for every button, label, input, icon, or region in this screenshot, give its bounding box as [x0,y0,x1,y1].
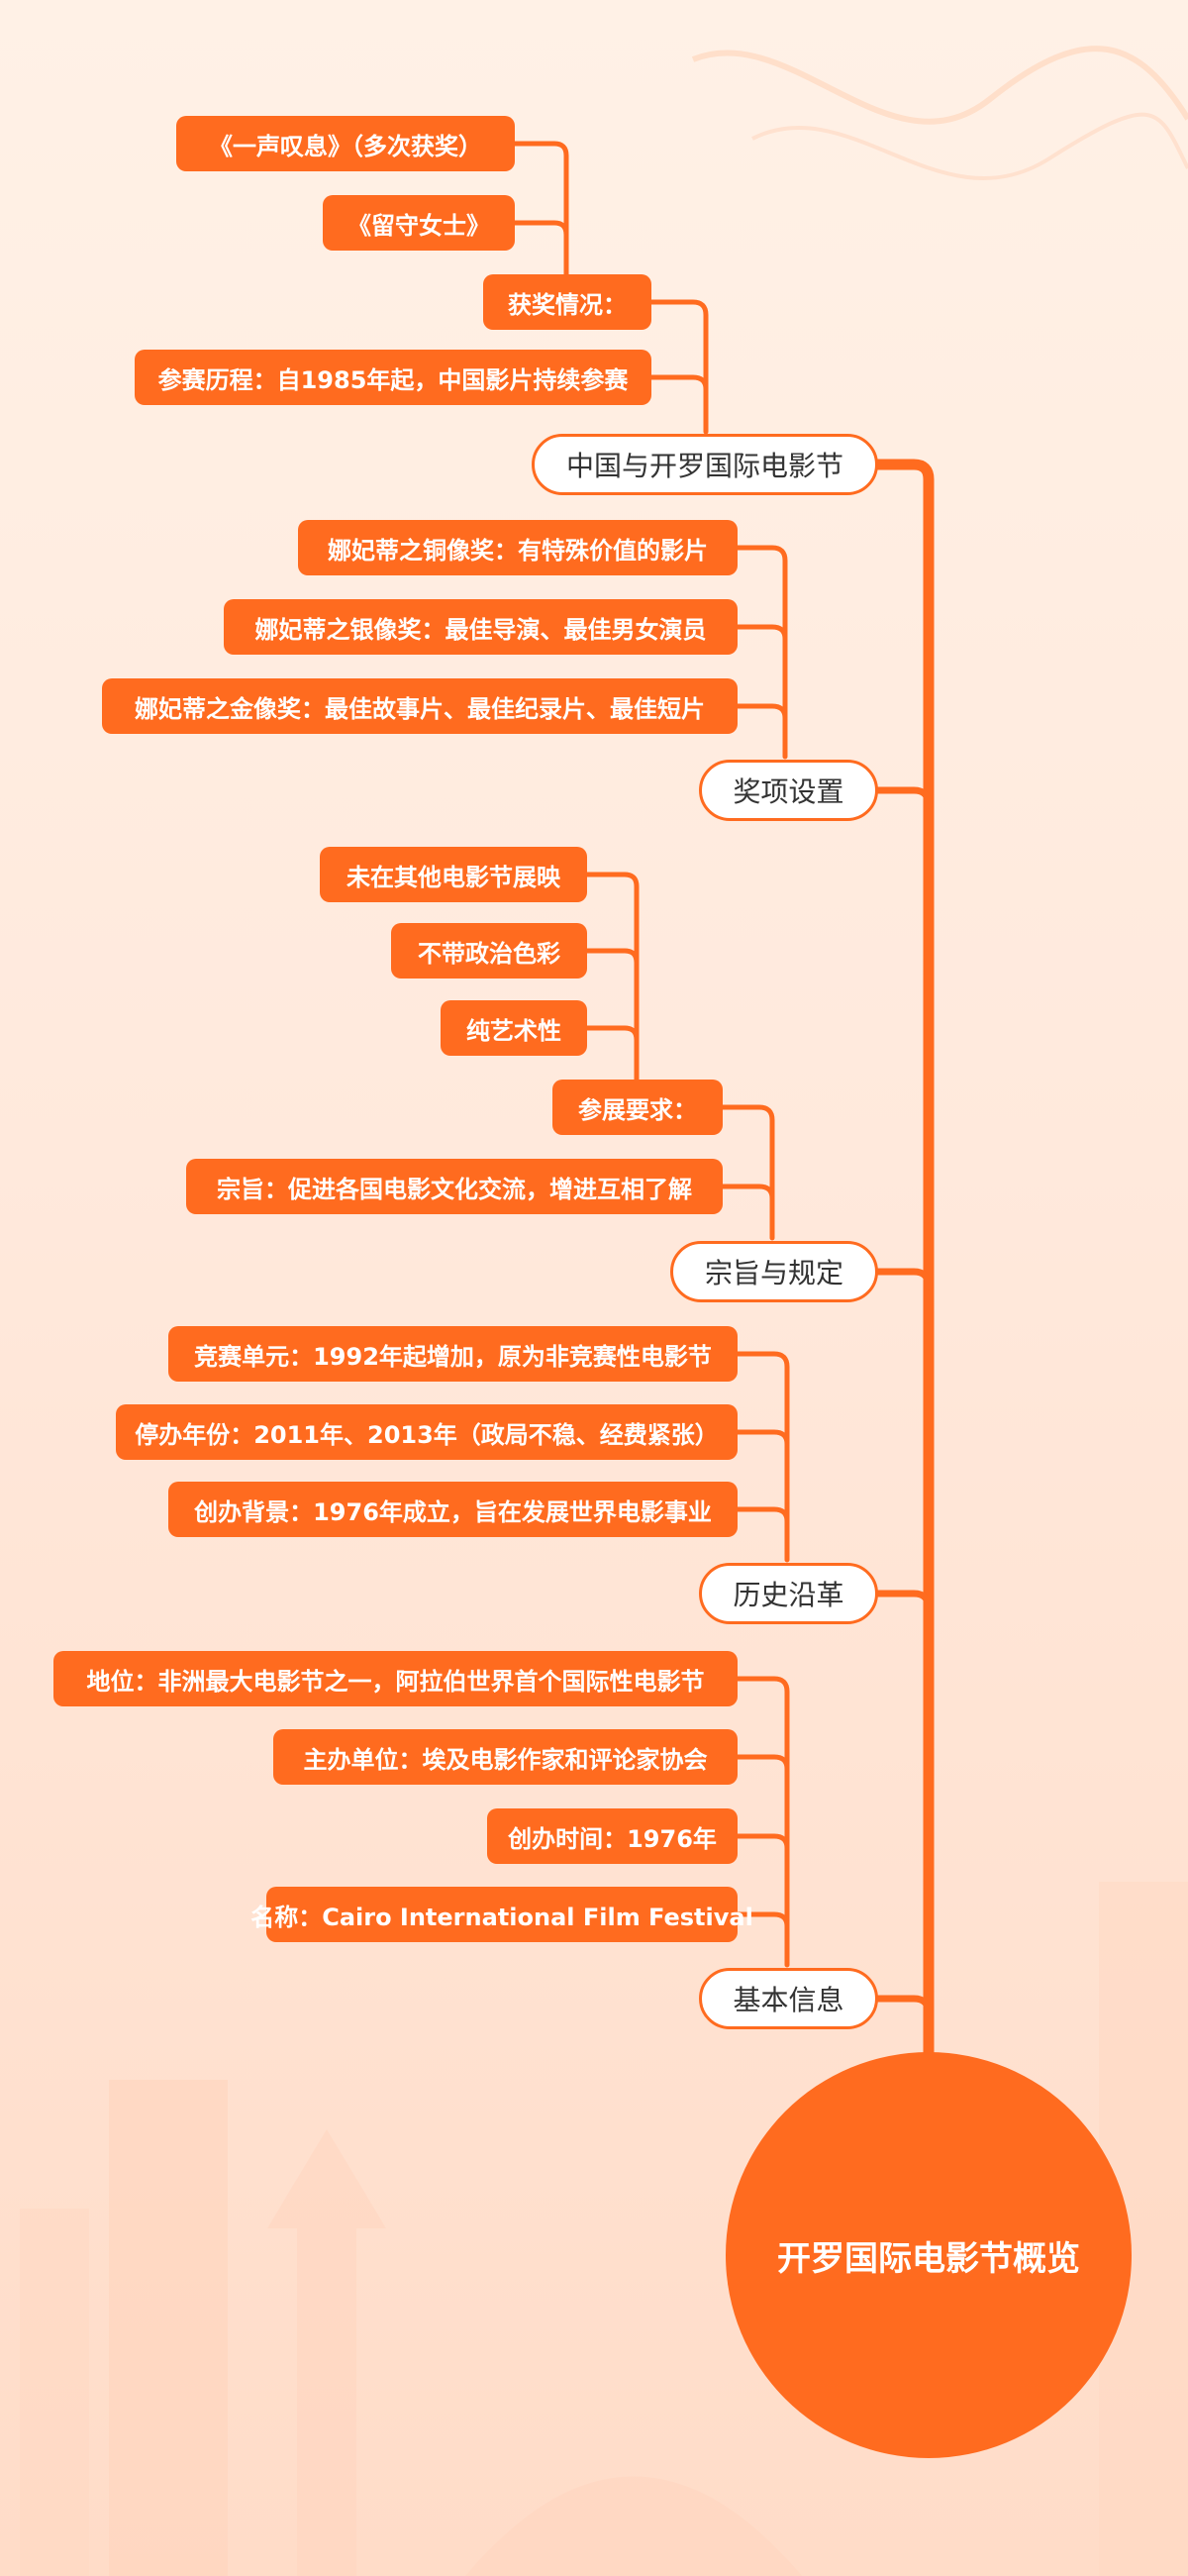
branch-basic-node[interactable]: 基本信息 [699,1968,878,2029]
china-connector [648,374,709,392]
requirement-node-artistic[interactable]: 纯艺术性 [441,1000,587,1056]
branch-prizes-node[interactable]: 奖项设置 [699,760,878,821]
basic-connector [735,1754,790,1772]
spine-to-purpose [874,1268,933,1290]
root-node[interactable]: 开罗国际电影节概览 [726,2052,1132,2458]
china-connector [648,299,709,435]
requirements-connector [584,872,640,1082]
prizes-connector [735,545,788,760]
purpose-connector [720,1104,775,1241]
prize-bronze-node[interactable]: 娜妃蒂之铜像奖：有特殊价值的影片 [298,520,738,575]
status-node[interactable]: 地位：非洲最大电影节之一，阿拉伯世界首个国际性电影节 [53,1651,738,1706]
requirements-connector [584,1025,640,1043]
basic-connector [735,1833,790,1851]
prize-gold-node[interactable]: 娜妃蒂之金像奖：最佳故事片、最佳纪录片、最佳短片 [102,678,738,734]
founded-node[interactable]: 创办时间：1976年 [487,1808,738,1864]
history-connector [735,1429,790,1447]
requirement-node-apolitical[interactable]: 不带政治色彩 [391,923,587,979]
purpose-connector [720,1184,775,1201]
awards-connector [512,141,569,277]
background-building [109,2080,228,2576]
branch-purpose-node[interactable]: 宗旨与规定 [670,1241,878,1302]
competition-node[interactable]: 竞赛单元：1992年起增加，原为非竞赛性电影节 [168,1326,738,1382]
branch-china-node[interactable]: 中国与开罗国际电影节 [532,434,878,495]
award-node-woman-sole[interactable]: 《留守女士》 [323,195,515,251]
suspended-years-node[interactable]: 停办年份：2011年、2013年（政局不稳、经费紧张） [116,1404,738,1460]
participation-history-node[interactable]: 参赛历程：自1985年起，中国影片持续参赛 [135,350,651,405]
requirements-connector [584,948,640,966]
history-connector [735,1351,790,1563]
spine-to-history [874,1590,933,1612]
spine-to-basic [874,1995,933,2017]
background-wave-lines [751,112,1188,180]
requirement-node-premiere[interactable]: 未在其他电影节展映 [320,847,587,902]
basic-connector [735,1676,790,1968]
spine-connector [872,459,935,2058]
prizes-connector [735,703,788,721]
background-wave-lines [691,46,1188,125]
award-node-sigh[interactable]: 《一声叹息》（多次获奖） [176,116,515,171]
awards-connector [512,220,569,238]
spine-to-prizes [874,786,933,809]
branch-history-node[interactable]: 历史沿革 [699,1563,878,1624]
aim-node[interactable]: 宗旨：促进各国电影文化交流，增进互相了解 [186,1159,723,1214]
founding-background-node[interactable]: 创办背景：1976年成立，旨在发展世界电影事业 [168,1482,738,1537]
requirements-node[interactable]: 参展要求： [552,1080,723,1135]
awards-node[interactable]: 获奖情况： [483,274,651,330]
background-bridge [465,2476,802,2576]
prize-silver-node[interactable]: 娜妃蒂之银像奖：最佳导演、最佳男女演员 [224,599,738,655]
history-connector [735,1506,790,1524]
background-pagoda [267,2129,386,2576]
basic-connector [735,1911,790,1929]
prizes-connector [735,624,788,642]
background-building [20,2209,89,2576]
organizer-node[interactable]: 主办单位：埃及电影作家和评论家协会 [273,1729,738,1785]
name-node[interactable]: 名称：Cairo International Film Festival [250,1887,753,1942]
